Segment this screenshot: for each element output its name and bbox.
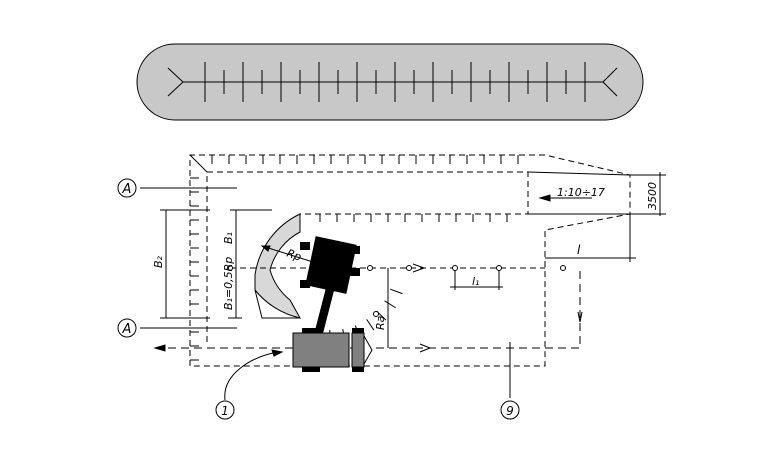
rp-label: Rp — [285, 247, 303, 264]
slope-hatch-top — [211, 155, 519, 164]
callout-1-label: 1 — [221, 404, 229, 418]
hatch-line — [390, 288, 403, 295]
width-3500-label: 3500 — [646, 182, 659, 210]
layout-scheme — [140, 154, 666, 401]
trench-plan-top — [136, 43, 644, 121]
slope-hatch-inner — [319, 214, 508, 222]
slope-label: 1:10÷17 — [557, 186, 605, 199]
outer-boundary — [189, 154, 631, 367]
b1-formula-label: B₁=0,5Rp — [222, 257, 235, 310]
slope-hatch-left — [190, 177, 199, 361]
dump-truck — [292, 328, 373, 372]
section-a-top-label: A — [122, 182, 132, 197]
excavator-swing-arc — [254, 213, 301, 319]
callout-9-label: 9 — [506, 404, 514, 418]
inner-boundary — [206, 171, 529, 342]
truck-route — [155, 268, 581, 349]
trench-ticks — [204, 62, 586, 102]
ra-label: Ra — [374, 315, 387, 330]
hatch-line — [366, 319, 375, 331]
b1-label: B₁ — [222, 232, 235, 244]
hatch-line — [384, 300, 396, 309]
b2-label: B₂ — [152, 255, 165, 268]
section-a-bottom-label: A — [122, 322, 132, 337]
l-label: l — [577, 243, 581, 257]
l1-label: l₁ — [472, 275, 479, 288]
